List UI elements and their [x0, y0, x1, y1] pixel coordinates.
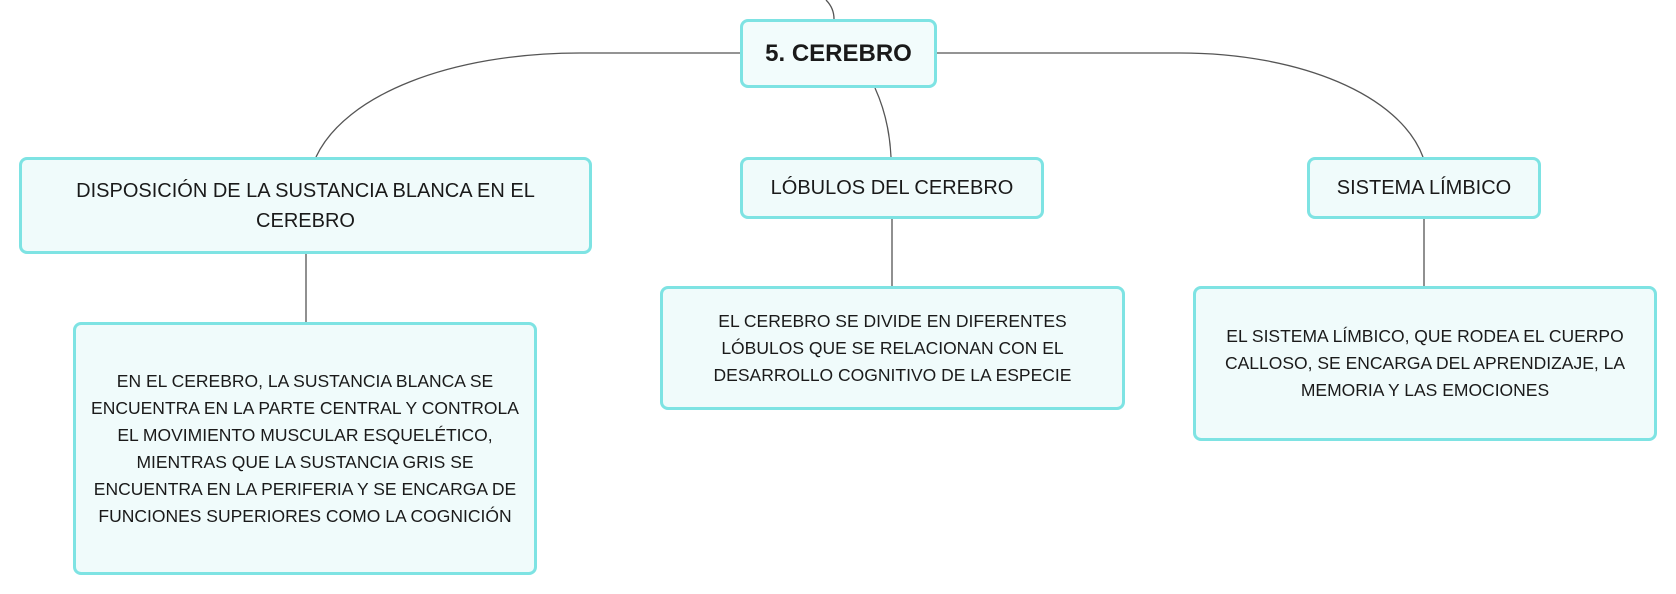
- topic-node-label: LÓBULOS DEL CEREBRO: [770, 177, 1014, 199]
- detail-node-white-matter[interactable]: EN EL CEREBRO, LA SUSTANCIA BLANCA SE EN…: [73, 322, 537, 575]
- detail-node-text: EN EL CEREBRO, LA SUSTANCIA BLANCA SE EN…: [91, 370, 519, 526]
- topic-node-brain-lobes[interactable]: LÓBULOS DEL CEREBRO: [740, 157, 1044, 219]
- topic-node-limbic-system[interactable]: SISTEMA LÍMBICO: [1307, 157, 1541, 219]
- detail-node-limbic-system[interactable]: EL SISTEMA LÍMBICO, QUE RODEA EL CUERPO …: [1193, 286, 1657, 441]
- connector-root-to-topic-left: [315, 52, 740, 158]
- root-node[interactable]: 5. CEREBRO: [740, 19, 937, 88]
- topic-node-label: DISPOSICIÓN DE LA SUSTANCIA BLANCA EN EL…: [76, 179, 535, 232]
- detail-node-brain-lobes[interactable]: EL CEREBRO SE DIVIDE EN DIFERENTES LÓBUL…: [660, 286, 1125, 410]
- connector-parent-to-root: [825, 0, 835, 20]
- topic-node-label: SISTEMA LÍMBICO: [1336, 177, 1512, 199]
- root-node-label: 5. CEREBRO: [765, 39, 912, 67]
- topic-node-white-matter[interactable]: DISPOSICIÓN DE LA SUSTANCIA BLANCA EN EL…: [19, 157, 592, 254]
- detail-node-text: EL SISTEMA LÍMBICO, QUE RODEA EL CUERPO …: [1224, 326, 1626, 400]
- connector-root-to-topic-mid: [874, 87, 892, 158]
- connector-root-to-topic-right: [937, 52, 1424, 158]
- detail-node-text: EL CEREBRO SE DIVIDE EN DIFERENTES LÓBUL…: [713, 310, 1072, 385]
